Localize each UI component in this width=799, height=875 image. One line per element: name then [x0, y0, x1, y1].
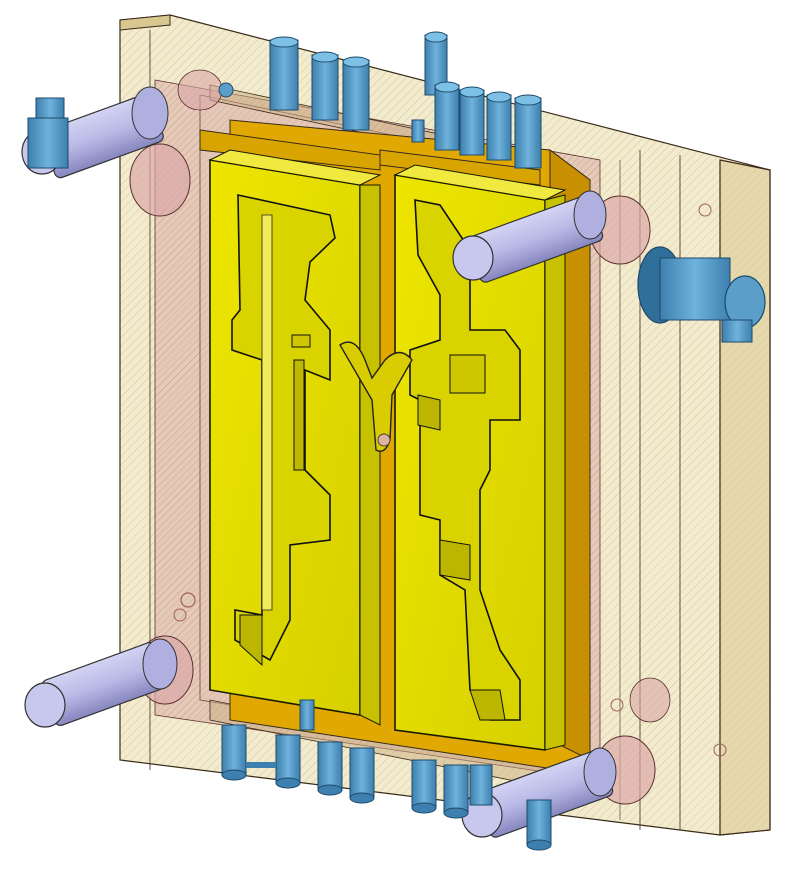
- bottom-fitting-6: [443, 764, 469, 819]
- bottom-fitting-9: [299, 699, 315, 731]
- left-cavity-insert: [208, 149, 382, 726]
- top-fitting-7: [486, 91, 512, 161]
- guide-pillar-top-right: [452, 190, 607, 283]
- bottom-fitting-5: [411, 759, 437, 814]
- top-fitting-4: [424, 31, 448, 96]
- side-fitting-right: [637, 246, 766, 343]
- top-fitting-6: [459, 86, 485, 156]
- top-fitting-2: [311, 51, 339, 121]
- top-fitting-8: [514, 94, 542, 169]
- guide-pillar-bottom-left: [24, 638, 178, 728]
- bottom-fitting-7: [469, 764, 493, 806]
- side-fitting-left: [27, 97, 69, 169]
- bottom-fittings: [221, 699, 552, 851]
- top-fitting-5: [434, 81, 460, 151]
- top-fitting-1: [269, 36, 299, 111]
- bottom-fitting-8: [526, 799, 552, 851]
- bottom-fitting-4: [349, 747, 375, 804]
- top-fitting-3: [342, 56, 370, 131]
- bottom-fitting-3: [317, 741, 343, 796]
- screw-details: [173, 82, 727, 757]
- top-fittings: [269, 31, 542, 169]
- y-runner: [339, 341, 413, 452]
- top-fitting-small: [411, 119, 425, 143]
- right-cavity-insert: [393, 164, 567, 751]
- bottom-fitting-1: [221, 724, 247, 781]
- bottom-fitting-2: [275, 734, 301, 789]
